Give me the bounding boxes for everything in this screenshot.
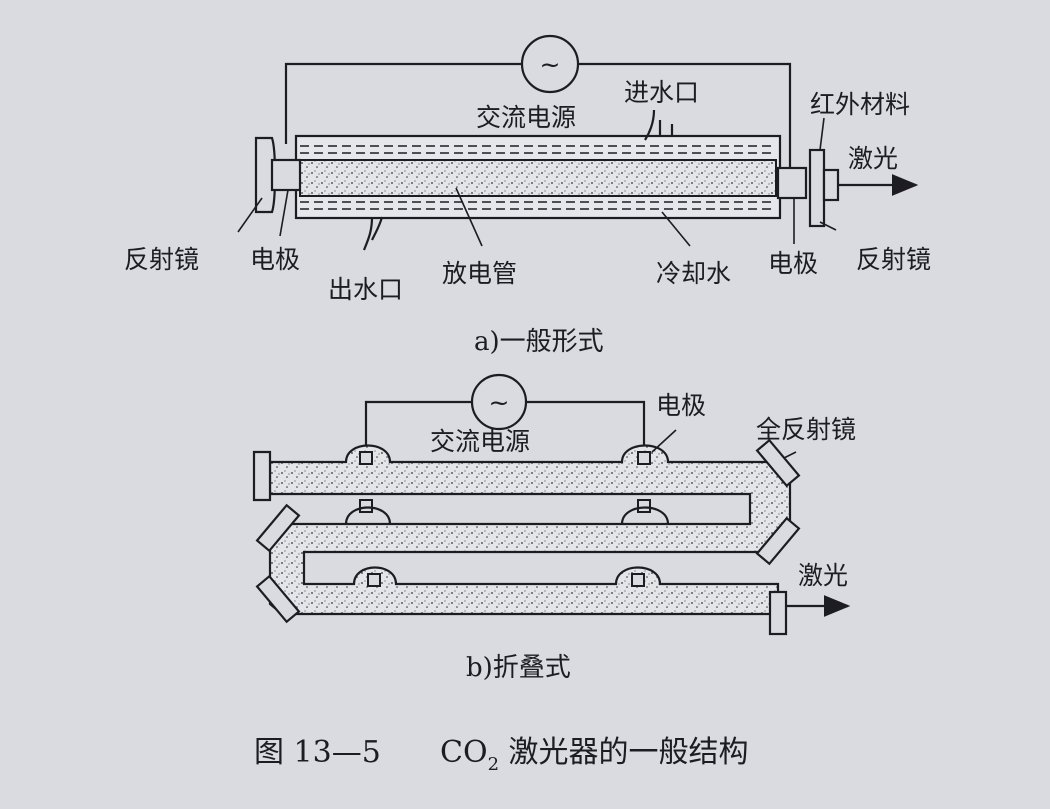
label-ir-material: 红外材料 [810,90,910,119]
diagram-b: ~ [252,373,856,683]
figure-caption: 图 13—5 CO2 激光器的一般结构 [254,735,749,775]
label-ac-power-b: 交流电源 [430,427,530,456]
label-ac-power-a: 交流电源 [476,103,576,132]
label-laser-b: 激光 [798,561,848,590]
label-electrode-right: 电极 [768,249,818,278]
ac-source-circle-b [470,373,528,431]
ac-wire-b [364,400,646,452]
folded-tube [268,444,792,616]
label-cooling-water: 冷却水 [656,259,731,288]
water-inlet-hook [644,109,656,141]
total-reflector-bottom-left [255,574,301,624]
discharge-tube [299,159,777,197]
label-reflector-right: 反射镜 [856,245,931,274]
right-reflector [808,148,826,228]
output-window-b [768,590,788,636]
diagram-a: ~ [124,34,931,357]
left-end-mirror-b [252,450,272,502]
label-reflector-left: 反射镜 [124,245,199,274]
cooling-water-dashes-top [300,145,776,154]
ir-material [822,168,840,202]
total-reflector-mid-right [755,516,801,566]
electrodes-b [359,451,651,587]
caption-b: b)折叠式 [466,653,571,683]
ac-source-symbol-b: ~ [489,388,510,417]
right-electrode [776,166,808,200]
label-electrode-b: 电极 [656,391,706,420]
figure-title-prefix: CO [440,735,488,770]
electrode-bumps-row2 [344,506,670,525]
total-reflector-top-left [255,503,301,553]
figure-title-subscript: 2 [488,754,499,775]
figure-title-suffix: 激光器的一般结构 [499,735,749,770]
left-electrode [270,158,302,192]
ac-source-symbol-a: ~ [540,50,561,79]
ac-source-circle-a [520,34,580,94]
figure-number: 图 13—5 [254,735,381,770]
label-electrode-left: 电极 [250,245,300,274]
leader-lines-a [237,117,837,247]
label-discharge-tube: 放电管 [442,259,517,288]
caption-a: a)一般形式 [474,327,604,357]
label-water-outlet: 出水口 [328,275,403,304]
label-water-inlet: 进水口 [624,78,699,107]
leader-lines-b [651,429,797,459]
cooling-water-dashes-bottom [300,201,776,210]
ac-wire-a [284,62,792,168]
label-total-reflector: 全反射镜 [756,415,856,444]
figure-title: CO2 激光器的一般结构 [440,735,749,775]
water-inlet-pipe [658,120,674,137]
water-outlet-pipe [362,216,384,251]
label-laser-a: 激光 [848,144,898,173]
